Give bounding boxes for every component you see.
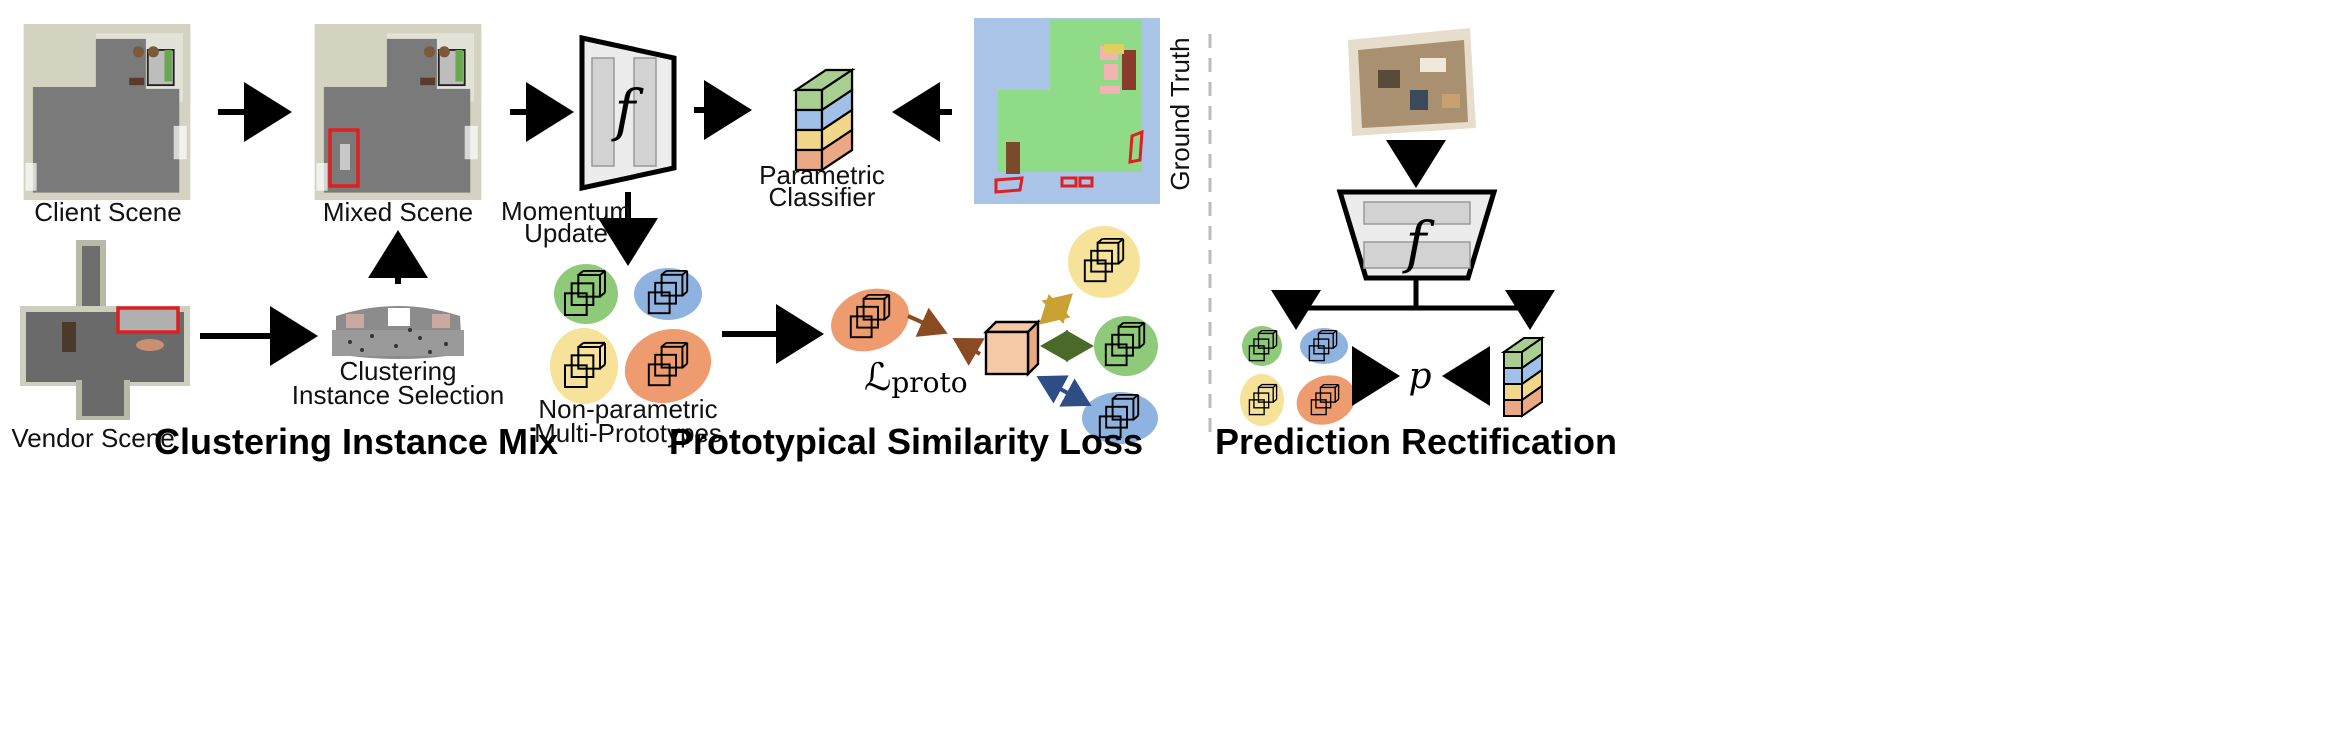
arrow-query-to-anchor bbox=[952, 337, 985, 366]
nonparam-label-line2: Multi-Prototypes bbox=[534, 418, 722, 448]
branch-arrows bbox=[1271, 280, 1555, 330]
client-scene-label: Client Scene bbox=[34, 197, 181, 227]
prototype-blob-blue bbox=[634, 268, 702, 320]
prediction-p-symbol: p bbox=[1408, 356, 1431, 397]
parametric-classifier-stack bbox=[792, 67, 856, 173]
parametric-label-line2: Classifier bbox=[769, 182, 876, 212]
momentum-label-line2: Update bbox=[524, 218, 608, 248]
client-scene-image bbox=[22, 24, 192, 200]
loss-symbol: ℒproto bbox=[864, 355, 968, 399]
arrow-anchor-to-query bbox=[907, 307, 948, 337]
clustering-label-line1: Clustering bbox=[339, 356, 456, 386]
arrow-query-yellow bbox=[1039, 293, 1073, 325]
encoder-block bbox=[579, 34, 677, 192]
ground-truth-scene-image bbox=[974, 18, 1160, 204]
section-title-mix: Clustering Instance Mix bbox=[154, 421, 558, 462]
clustering-label-line2: Instance Selection bbox=[292, 380, 504, 410]
section-title-proto: Prototypical Similarity Loss bbox=[669, 421, 1143, 462]
input-point-cloud-image bbox=[1348, 28, 1476, 136]
rectification-classifier-stack bbox=[1500, 336, 1546, 418]
nonparam-label-line1: Non-parametric bbox=[538, 394, 717, 424]
mixed-scene-label: Mixed Scene bbox=[323, 197, 473, 227]
parametric-label-line1: Parametric bbox=[759, 160, 885, 190]
vendor-scene-label: Vendor Scene bbox=[11, 423, 174, 453]
clustered-instance-image bbox=[332, 306, 464, 359]
arrow-query-blue bbox=[1036, 375, 1092, 407]
rectification-prototypes bbox=[1240, 326, 1356, 426]
query-feature-cube bbox=[983, 319, 1041, 377]
loss-pos-blob-yellow bbox=[1068, 226, 1140, 298]
ground-truth-label: Ground Truth bbox=[1165, 37, 1195, 190]
multi-prototypes-cluster bbox=[550, 264, 712, 404]
rectification-encoder-block bbox=[1336, 189, 1498, 281]
mixed-scene-image bbox=[313, 24, 483, 200]
prototype-blob-orange bbox=[624, 328, 712, 404]
vendor-scene-image bbox=[20, 240, 190, 420]
momentum-label-line1: Momentum bbox=[501, 196, 631, 226]
section-title-rect: Prediction Rectification bbox=[1215, 421, 1617, 462]
loss-diagram bbox=[831, 226, 1158, 444]
